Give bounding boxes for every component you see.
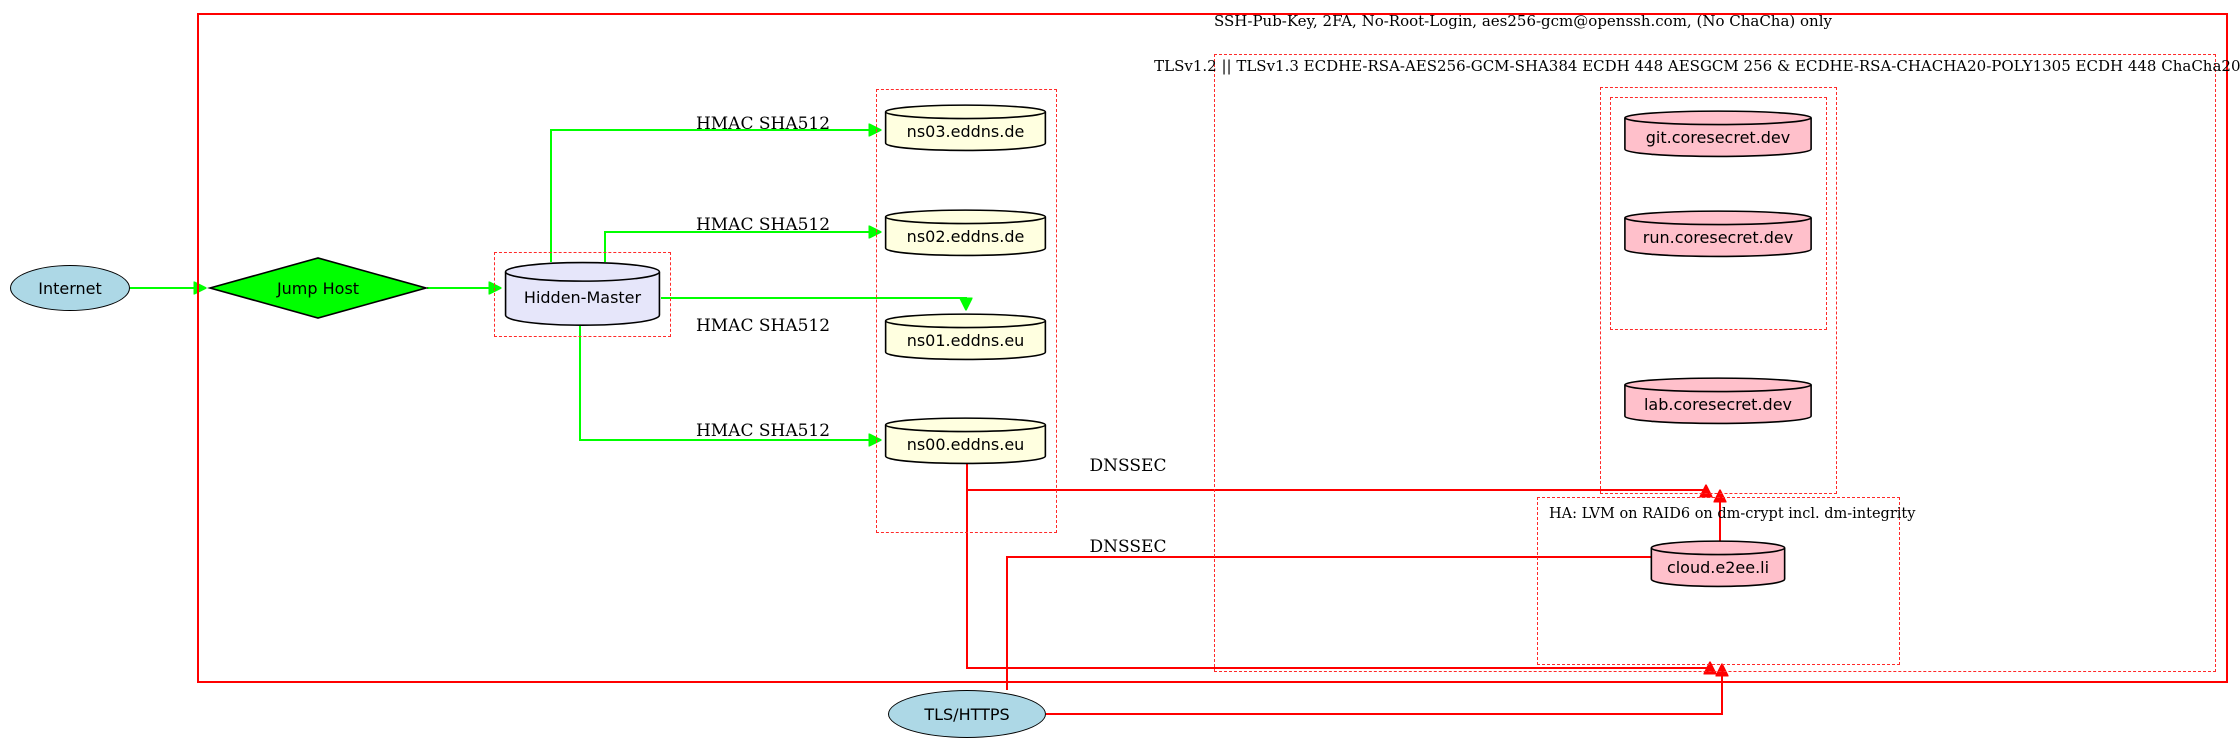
- node-ns02-label: ns02.eddns.de: [906, 226, 1025, 246]
- cluster-ssh-label: SSH-Pub-Key, 2FA, No-Root-Login, aes256-…: [1214, 12, 1832, 30]
- node-internet: Internet: [10, 265, 130, 311]
- node-cloud-label: cloud.e2ee.li: [1666, 557, 1770, 577]
- diamond-shape-icon: [210, 258, 426, 318]
- node-ns01: ns01.eddns.eu: [884, 313, 1047, 360]
- cluster-coresecret-box: [1600, 87, 1837, 494]
- node-ns03: ns03.eddns.de: [884, 104, 1047, 151]
- node-ns00-label: ns00.eddns.eu: [906, 434, 1025, 454]
- node-run-label: run.coresecret.dev: [1642, 227, 1794, 247]
- cylinder-shape-icon: [884, 313, 1047, 360]
- edge-label-hmac-1: HMAC SHA512: [695, 114, 831, 134]
- node-git: git.coresecret.dev: [1623, 110, 1813, 157]
- cylinder-shape-icon: [884, 417, 1047, 464]
- node-lab: lab.coresecret.dev: [1623, 377, 1813, 424]
- node-ns00: ns00.eddns.eu: [884, 417, 1047, 464]
- cluster-coresecret-inner-box: [1610, 97, 1827, 330]
- edge-label-hmac-4: HMAC SHA512: [695, 421, 831, 441]
- edge-label-hmac-3: HMAC SHA512: [695, 316, 831, 336]
- node-tls-https-label: TLS/HTTPS: [924, 704, 1010, 724]
- cluster-ssh-box: [197, 13, 2228, 683]
- node-ns02: ns02.eddns.de: [884, 209, 1047, 256]
- node-jump-host-label: Jump Host: [276, 278, 360, 298]
- node-hidden-master-label: Hidden-Master: [523, 287, 642, 307]
- edge-label-dnssec-1: DNSSEC: [1089, 456, 1167, 476]
- cluster-hidden-master-box: [494, 252, 671, 337]
- node-cloud: cloud.e2ee.li: [1650, 540, 1786, 587]
- edge-label-dnssec-2: DNSSEC: [1089, 537, 1167, 557]
- node-ns03-label: ns03.eddns.de: [906, 121, 1025, 141]
- cluster-tls-box: [1214, 54, 2216, 672]
- cylinder-shape-icon: [1623, 210, 1813, 257]
- node-lab-label: lab.coresecret.dev: [1643, 394, 1793, 414]
- node-ns01-label: ns01.eddns.eu: [906, 330, 1025, 350]
- cylinder-shape-icon: [1650, 540, 1786, 587]
- cylinder-shape-icon: [1623, 377, 1813, 424]
- cylinder-shape-icon: [1623, 110, 1813, 157]
- node-run: run.coresecret.dev: [1623, 210, 1813, 257]
- cylinder-shape-icon: [504, 261, 661, 326]
- node-jump-host: Jump Host: [210, 258, 426, 318]
- cluster-ns-box: [876, 89, 1057, 533]
- cluster-ha-label: HA: LVM on RAID6 on dm-crypt incl. dm-in…: [1549, 506, 1916, 522]
- node-internet-label: Internet: [38, 278, 102, 298]
- node-git-label: git.coresecret.dev: [1645, 127, 1791, 147]
- cluster-ha-box: [1537, 497, 1900, 665]
- cylinder-shape-icon: [884, 104, 1047, 151]
- cluster-tls-label: TLSv1.2 || TLSv1.3 ECDHE-RSA-AES256-GCM-…: [1154, 57, 2240, 75]
- node-tls-https: TLS/HTTPS: [888, 690, 1046, 738]
- node-hidden-master: Hidden-Master: [504, 261, 661, 326]
- edge-label-hmac-2: HMAC SHA512: [695, 215, 831, 235]
- cylinder-shape-icon: [884, 209, 1047, 256]
